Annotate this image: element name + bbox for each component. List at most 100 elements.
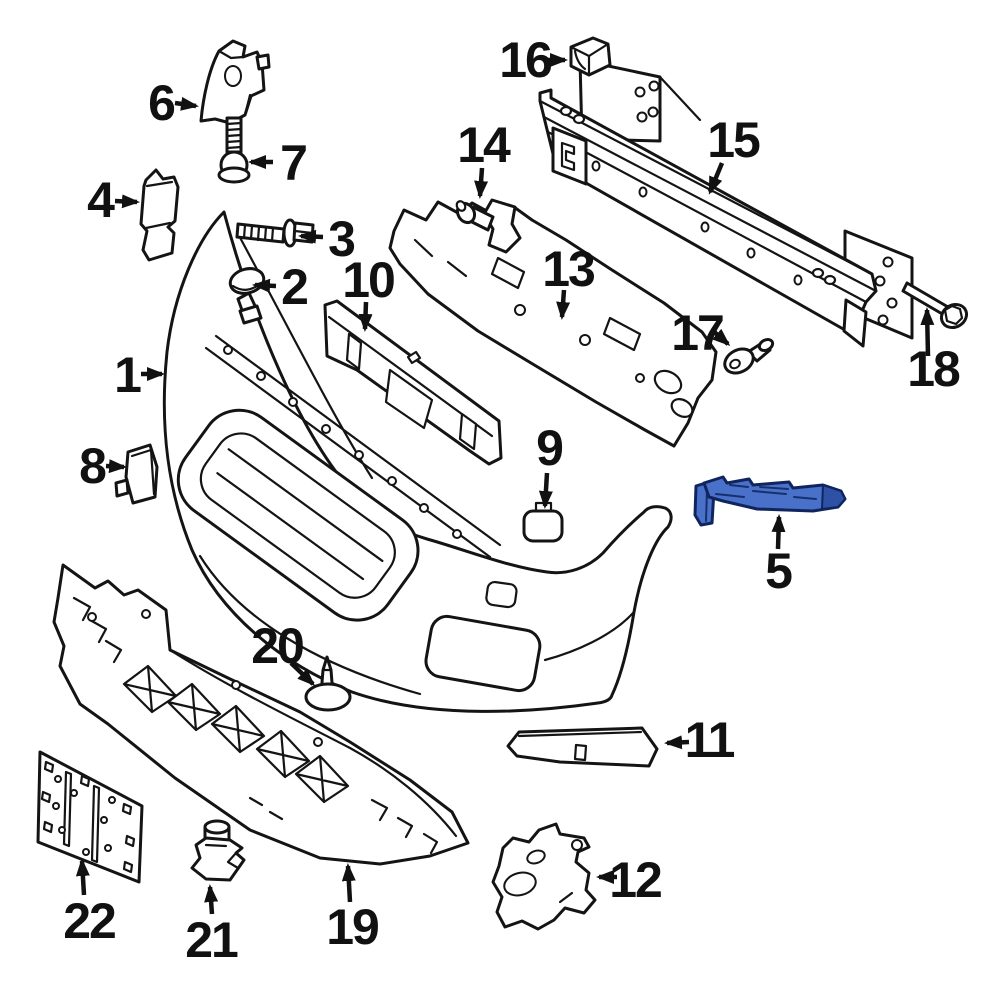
part-20-pin-drawing [304, 655, 352, 712]
part-1-bumper-cover-drawing [162, 210, 673, 713]
callout-15-label: 15 [707, 112, 760, 168]
part-1-grille [176, 408, 420, 622]
callout-20-arrow [289, 661, 316, 687]
part-22-outline [36, 750, 144, 884]
part-5-end-shade [821, 484, 846, 510]
callout-2: 2 [252, 259, 309, 315]
part-12-hole [526, 849, 546, 865]
part-22-square-holes [40, 760, 136, 874]
part-15-rail-hole [591, 160, 601, 172]
part-22-license-bracket-drawing [36, 750, 144, 884]
callout-1-label: 1 [114, 347, 141, 403]
part-5-face-lines [715, 484, 817, 500]
part-10-outline [323, 299, 503, 466]
part-8-outline [124, 443, 159, 505]
callout-14-label: 14 [457, 117, 511, 173]
part-15-emblem-plate [551, 126, 588, 186]
part-8-bracket-drawing [114, 443, 159, 505]
callout-6-arrow [174, 96, 199, 111]
callout-9: 9 [536, 420, 564, 509]
part-18-hex-head [943, 304, 964, 326]
callout-13-label: 13 [542, 241, 594, 297]
part-1-grille-inner [199, 432, 396, 599]
part-15-rail-hole [746, 247, 756, 259]
part-13-boss [653, 369, 683, 395]
callout-17-arrow [710, 328, 731, 346]
part-1-strip-hole [321, 424, 331, 434]
part-4-bracket-drawing [139, 168, 180, 262]
part-13-hole [514, 304, 526, 316]
callout-15: 15 [707, 112, 762, 195]
part-13-hole [635, 373, 645, 383]
callout-16-label: 16 [499, 32, 551, 88]
callout-16: 16 [499, 32, 568, 88]
callout-18-label: 18 [907, 341, 960, 397]
part-11-slot [573, 743, 588, 762]
part-5-side-support-highlighted-drawing [693, 475, 847, 527]
part-7-flange [217, 166, 251, 184]
callout-13-arrow [556, 289, 571, 320]
part-13-details [413, 238, 642, 352]
callout-3-label: 3 [328, 211, 354, 267]
part-15-rail [538, 88, 878, 336]
part-15-rail-hole [700, 221, 710, 233]
part-1-grille-slats [216, 448, 384, 581]
part-1-strip-hole [452, 529, 462, 539]
part-1-outline [162, 210, 673, 713]
callout-2-arrow [252, 278, 277, 293]
part-9-sensor-drawing [522, 501, 564, 543]
part-15-plate-hole [648, 80, 660, 92]
part-15-stud [823, 274, 837, 286]
part-1-strip-hole [387, 476, 397, 486]
part-7-bolt-drawing [217, 116, 251, 184]
callout-9-arrow [538, 472, 553, 509]
callout-10-arrow [358, 301, 373, 332]
part-15-impact-bar-drawing [538, 58, 914, 348]
part-8-tab [114, 478, 130, 498]
part-15-plate-hole [636, 111, 648, 123]
part-15-stud [572, 113, 586, 125]
part-10-right-slot [458, 412, 478, 451]
callout-5-arrow [771, 514, 786, 550]
part-19-plateau-line [168, 648, 458, 838]
callout-17: 17 [671, 305, 731, 361]
callout-8-label: 8 [79, 438, 106, 494]
callout-6: 6 [148, 75, 199, 131]
callout-3: 3 [298, 211, 356, 267]
callout-12: 12 [596, 852, 663, 908]
part-12-hole [571, 839, 583, 851]
part-15-stud [811, 267, 825, 279]
part-15-plate-hole [874, 275, 886, 287]
part-19-chevrons [72, 596, 439, 855]
callout-22-arrow [75, 858, 90, 896]
part-19-hole [313, 737, 323, 747]
part-6-tab [255, 53, 271, 71]
callout-14: 14 [457, 117, 513, 199]
part-21-zigzag [204, 843, 240, 870]
part-12-lamp-hole [503, 871, 537, 897]
callout-15-arrow [707, 162, 725, 195]
part-14-bolt-tip [455, 200, 467, 212]
part-19-hole [231, 680, 241, 690]
callout-14-arrow [474, 167, 489, 199]
callout-18: 18 [907, 307, 962, 397]
part-15-plate-hole [647, 106, 659, 118]
part-19-outline [52, 563, 470, 866]
part-10-center-opening [384, 368, 434, 430]
part-11-trim-strip-drawing [506, 726, 659, 768]
callout-13: 13 [542, 241, 596, 320]
part-20-base [304, 682, 352, 712]
part-22-hole [54, 775, 62, 783]
callout-8-arrow [105, 459, 127, 474]
callouts-layer: 1 2 3 4 5 6 7 8 [63, 32, 962, 968]
part-15-rail-end-tab [842, 298, 868, 348]
part-1-strip-hole [256, 371, 266, 381]
part-10-left-slot [345, 332, 363, 371]
part-8-folds [130, 448, 156, 496]
callout-2-label: 2 [281, 259, 307, 315]
part-2-clip-drawing [228, 267, 266, 325]
part-17-tip [757, 337, 775, 353]
callout-17-label: 17 [671, 305, 723, 361]
part-10-center-bracket-drawing [323, 299, 503, 466]
part-15-rail-hole [638, 186, 648, 198]
